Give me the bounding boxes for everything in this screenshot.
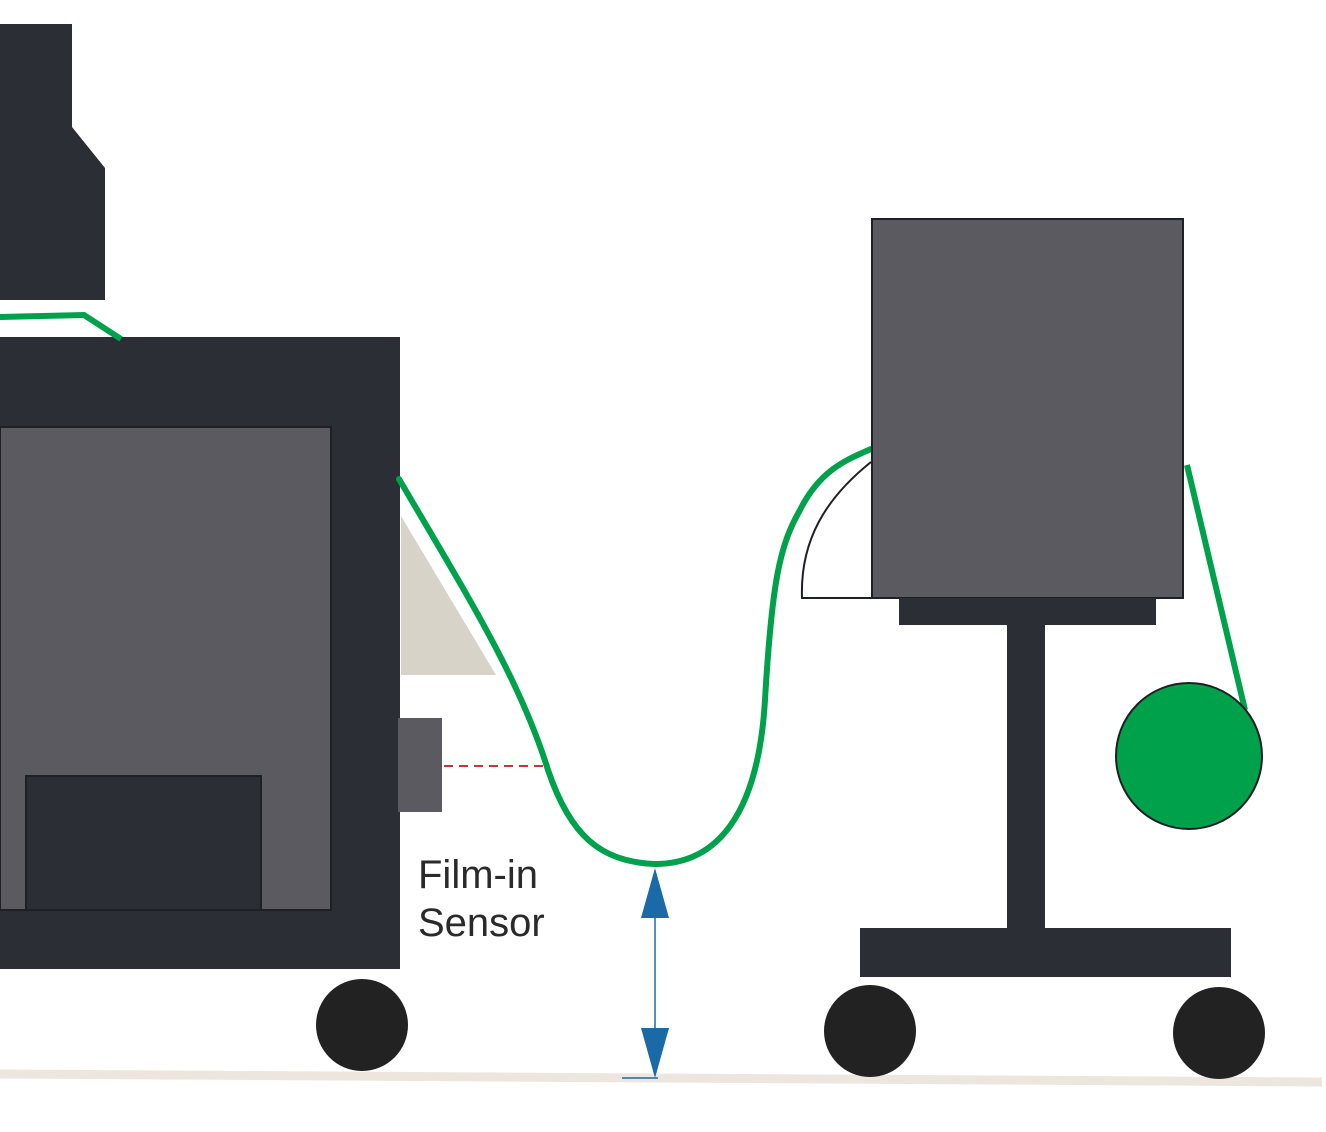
processor-drawer xyxy=(25,775,262,911)
film-to-roll xyxy=(1184,464,1248,711)
clearance-arrow-down xyxy=(641,1028,669,1078)
clearance-arrow-up xyxy=(641,868,669,918)
floor-line xyxy=(0,1069,1323,1087)
film-supply-roll xyxy=(1115,682,1263,830)
sensor-label-line2: Sensor xyxy=(418,901,545,945)
film-loop xyxy=(396,446,874,868)
sensor-label-line1: Film-in xyxy=(418,853,538,897)
stand-wheel-left xyxy=(824,985,916,1077)
stand-column xyxy=(1007,625,1045,930)
film-in-sensor xyxy=(398,718,442,812)
stand-head xyxy=(871,218,1184,599)
film-guide xyxy=(401,516,496,675)
stand-wheel-right xyxy=(1173,987,1265,1079)
stand-base xyxy=(860,928,1231,977)
film-top-segment xyxy=(0,311,123,342)
upper-unit xyxy=(0,24,105,300)
processor-wheel xyxy=(316,979,408,1071)
feed-guide xyxy=(800,461,872,599)
stand-head-base xyxy=(899,598,1156,625)
